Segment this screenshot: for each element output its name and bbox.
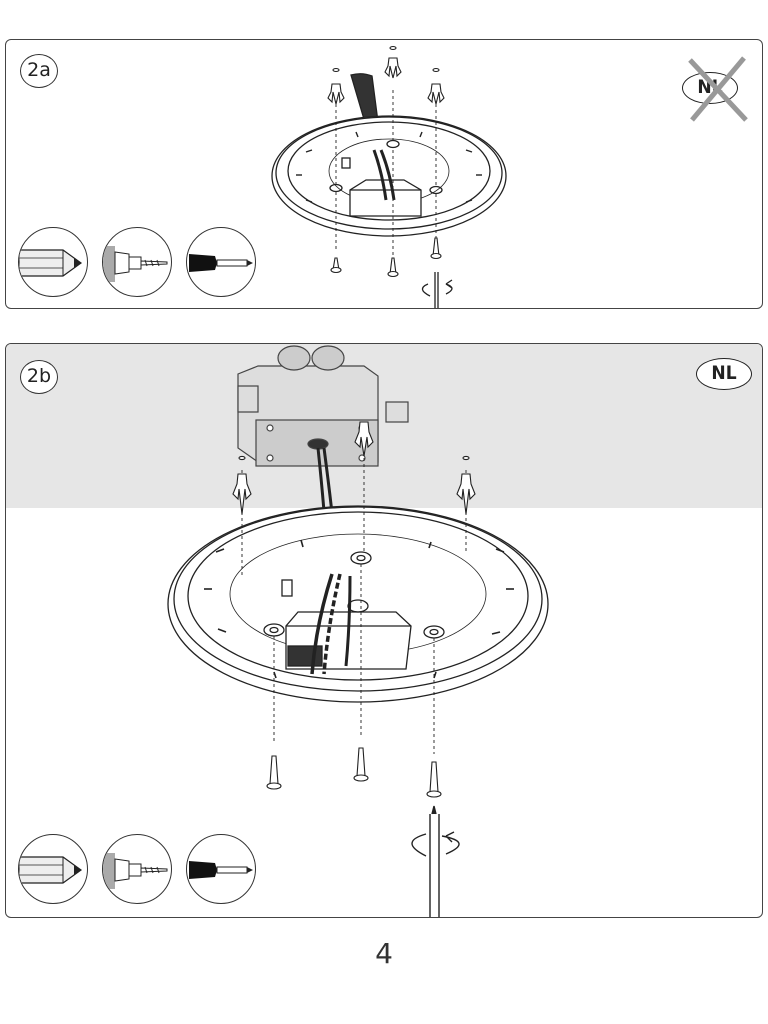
step-number-2a: 2a (20, 54, 58, 88)
mounting-plate-rim (167, 505, 549, 703)
tool-drill (102, 227, 172, 297)
nl-badge: NL (696, 358, 752, 390)
screws (330, 237, 442, 278)
nl-badge-text: NL (711, 362, 737, 384)
step-2a-illustration (271, 45, 507, 308)
pencil-icon (19, 249, 83, 277)
step-2b-panel: 2b NL (5, 343, 763, 918)
screwdriver-rotation (411, 805, 460, 917)
mounting-plate-inner-rim (275, 116, 503, 230)
tool-drill (102, 834, 172, 904)
drill-icon (103, 853, 168, 889)
mounting-plate-inner-rim (173, 506, 543, 692)
drill-icon (103, 246, 168, 282)
screws (266, 747, 442, 798)
ceiling-area (6, 344, 762, 508)
pencil-icon (19, 856, 83, 884)
step-2a-panel: 2a NL (5, 39, 763, 309)
step-number-2b: 2b (20, 360, 58, 394)
mounting-plate-face (287, 121, 491, 221)
power-cable (350, 73, 379, 127)
tool-screwdriver (186, 227, 256, 297)
tool-screwdriver (186, 834, 256, 904)
screwdriver-icon (189, 861, 253, 879)
page-number: 4 (375, 937, 393, 970)
screwdriver-rotation (421, 272, 453, 308)
tool-pencil (18, 834, 88, 904)
not-allowed-cross-icon (688, 56, 748, 122)
mounting-plate-face (187, 511, 529, 681)
wall-plugs (232, 421, 476, 515)
tool-pencil (18, 227, 88, 297)
step-2b-illustration (6, 344, 762, 917)
wall-plugs (327, 45, 445, 105)
screwdriver-icon (189, 254, 253, 272)
